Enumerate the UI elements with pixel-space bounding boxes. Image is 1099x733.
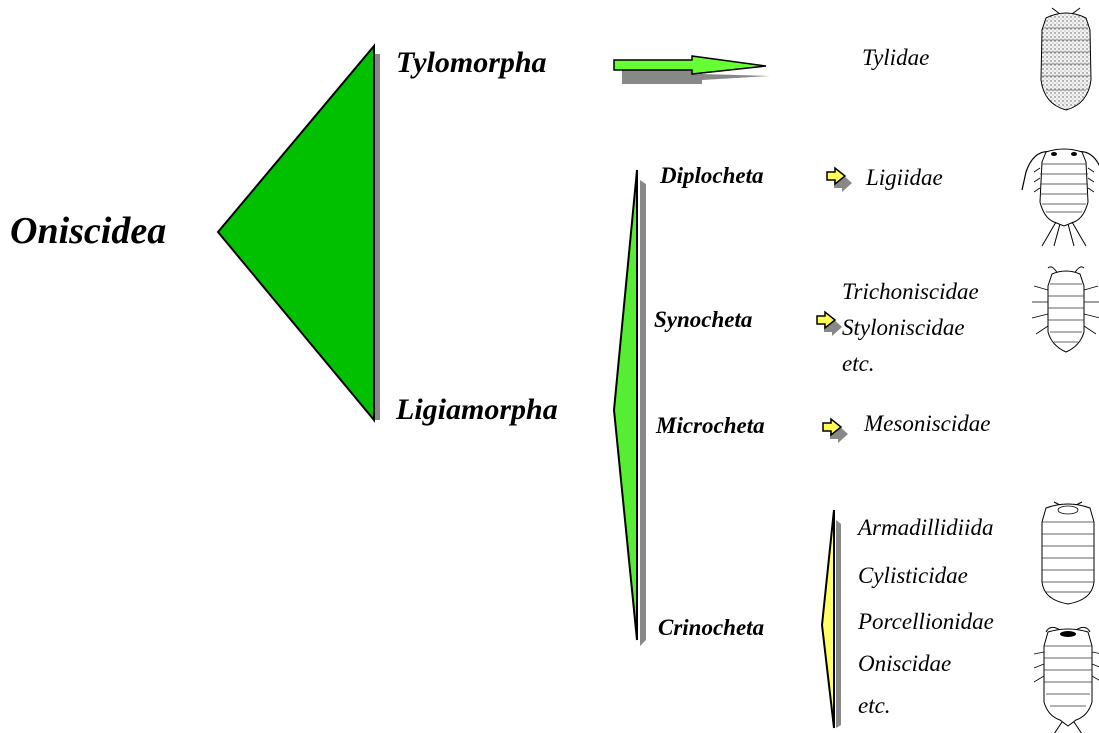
microcheta-arrow — [823, 419, 848, 443]
family-label-crinocheta-etc: etc. — [858, 694, 891, 717]
armadillidiid-isopod-illustration — [1042, 502, 1094, 604]
suborder-label-tylomorpha: Tylomorpha — [396, 48, 547, 78]
family-label-cylisticidae: Cylisticidae — [858, 564, 968, 587]
family-label-synocheta-etc: etc. — [842, 352, 875, 375]
family-label-ligiidae: Ligiidae — [866, 166, 943, 189]
diplocheta-arrow — [827, 168, 852, 192]
family-label-armadillidiida: Armadillidiida — [858, 516, 993, 539]
family-label-mesoniscidae: Mesoniscidae — [864, 412, 990, 435]
family-label-styloniscidae: Styloniscidae — [842, 316, 965, 339]
synocheta-arrow — [817, 312, 842, 336]
tylomorpha-arrow — [614, 56, 770, 84]
ligiid-isopod-illustration — [1022, 149, 1099, 246]
trichoniscid-isopod-illustration — [1032, 267, 1099, 352]
section-label-synocheta: Synocheta — [654, 308, 752, 331]
root-label: Oniscidea — [10, 212, 166, 250]
family-label-porcellionidae: Porcellionidae — [858, 610, 994, 633]
family-label-trichoniscidae: Trichoniscidae — [842, 280, 979, 303]
family-label-tylidae: Tylidae — [862, 46, 929, 69]
tylid-isopod-illustration — [1041, 8, 1091, 110]
oniscidea-wedge — [218, 46, 380, 420]
family-label-oniscidae: Oniscidae — [858, 652, 951, 675]
ligiamorpha-wedge — [614, 170, 646, 646]
section-label-diplocheta: Diplocheta — [660, 164, 764, 187]
section-label-crinocheta: Crinocheta — [658, 616, 764, 639]
section-label-microcheta: Microcheta — [656, 414, 765, 437]
suborder-label-ligiamorpha: Ligiamorpha — [396, 395, 558, 425]
oniscid-isopod-illustration — [1034, 627, 1099, 733]
crinocheta-wedge — [822, 510, 841, 728]
